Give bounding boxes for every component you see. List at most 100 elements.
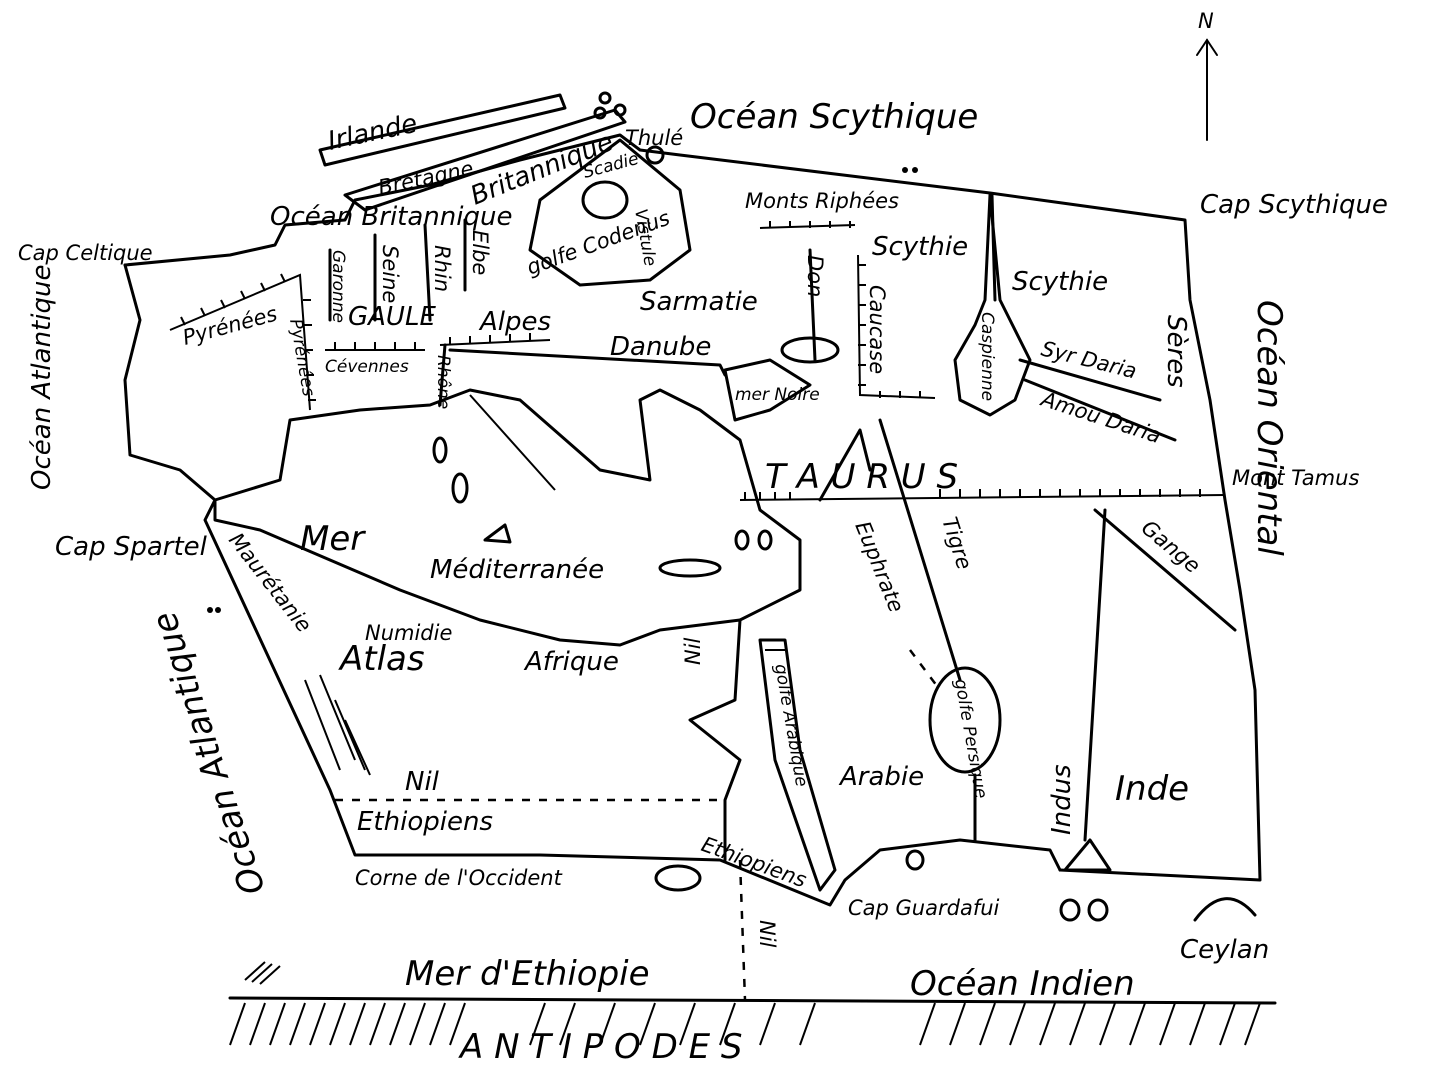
mountain-pyrenees bbox=[169, 273, 311, 411]
river-euphrate bbox=[818, 428, 872, 502]
italy-island bbox=[483, 523, 512, 544]
sicily-island bbox=[451, 472, 469, 504]
coastline-west bbox=[123, 263, 1062, 907]
island-dot bbox=[613, 103, 627, 117]
label-corne-occident: Corne de l'Occident bbox=[355, 866, 563, 890]
label-cap-scythique: Cap Scythique bbox=[1200, 190, 1388, 220]
label-scythie-east: Scythie bbox=[1012, 267, 1108, 297]
label-rhin: Rhin bbox=[430, 245, 454, 292]
label-syr-daria: Syr Daria bbox=[1039, 337, 1139, 384]
dot-mark bbox=[912, 167, 918, 173]
label-garonne: Garonne bbox=[328, 250, 348, 323]
label-cap-spartel: Cap Spartel bbox=[55, 532, 208, 562]
label-mont-tamus: Mont Tamus bbox=[1232, 466, 1359, 490]
dot-mark bbox=[902, 167, 908, 173]
mediterranean-sea bbox=[213, 388, 802, 647]
label-pyrenees-a: Pyrénées bbox=[180, 302, 280, 350]
label-mer-noire: mer Noire bbox=[735, 385, 820, 405]
mountain-alpes-ticks bbox=[449, 333, 531, 345]
river-amou bbox=[1023, 378, 1177, 442]
dot-mark bbox=[207, 607, 213, 613]
arabian-gulf bbox=[758, 638, 837, 892]
label-nil-north: Nil bbox=[681, 637, 705, 665]
river-caspian-north bbox=[990, 193, 997, 302]
label-elbe: Elbe bbox=[468, 230, 492, 275]
euphrate-dashed bbox=[909, 649, 941, 691]
mountain-taurus-ticks bbox=[744, 489, 1201, 500]
indus-delta bbox=[1063, 838, 1112, 872]
label-caucase: Caucase bbox=[865, 285, 889, 374]
ireland-island bbox=[318, 93, 567, 167]
mountain-alpes bbox=[439, 339, 551, 346]
label-sarmatie: Sarmatie bbox=[640, 287, 758, 317]
label-caspienne: Caspienne bbox=[977, 312, 997, 401]
label-monts-riphees: Monts Riphées bbox=[745, 189, 899, 213]
label-thule: Thulé bbox=[625, 126, 683, 150]
scribble-mark bbox=[244, 961, 281, 985]
label-ocean-indien: Océan Indien bbox=[910, 964, 1135, 1004]
label-inde: Inde bbox=[1115, 769, 1189, 809]
label-numidie: Numidie bbox=[365, 621, 452, 645]
label-alpes: Alpes bbox=[478, 307, 551, 337]
ceylan-island bbox=[1193, 897, 1257, 922]
label-ocean-atlantique-south: Océan Atlantique bbox=[144, 607, 273, 900]
label-ethiopiens-west: Ethiopiens bbox=[357, 807, 493, 837]
label-golfe-arabique: golfe Arabique bbox=[770, 662, 811, 788]
sea-of-azov bbox=[780, 336, 840, 364]
britain-island bbox=[343, 108, 627, 212]
label-seres: Sères bbox=[1161, 315, 1191, 388]
river-indus bbox=[1083, 508, 1107, 842]
mountain-atlas bbox=[304, 674, 371, 776]
river-gange bbox=[1093, 508, 1237, 632]
label-rhone: Rhône bbox=[433, 355, 453, 409]
label-don: Don bbox=[803, 255, 827, 297]
label-mer-ethiopie: Mer d'Ethiopie bbox=[405, 954, 650, 994]
label-ocean-britannique: Océan Britannique bbox=[270, 202, 512, 232]
label-ocean-atlantique-west: Océan Atlantique bbox=[27, 265, 57, 490]
label-cevennes: Cévennes bbox=[325, 357, 409, 377]
label-bretagne: Bretagne bbox=[376, 156, 476, 200]
label-mer-b: Méditerranée bbox=[430, 555, 604, 585]
label-nil-south: Nil bbox=[755, 920, 779, 948]
north-arrow-icon bbox=[1196, 38, 1218, 141]
label-danube: Danube bbox=[610, 332, 711, 362]
label-ceylan: Ceylan bbox=[1180, 935, 1269, 965]
river-don bbox=[808, 248, 817, 362]
crete-island bbox=[658, 558, 722, 578]
mountain-pyrenees-ticks bbox=[180, 273, 316, 401]
label-ocean-scythique: Océan Scythique bbox=[690, 97, 978, 137]
codenus-gulf bbox=[528, 138, 692, 287]
label-pyrenees-b: Pyrénées bbox=[285, 317, 318, 398]
mountain-caucase bbox=[857, 254, 936, 399]
label-irlande: Irlande bbox=[325, 109, 420, 157]
label-gaule: GAULE bbox=[348, 302, 436, 332]
scadie-island bbox=[581, 180, 629, 220]
island-dot bbox=[905, 849, 925, 871]
island-dot bbox=[734, 529, 750, 551]
label-antipodes: A N T I P O D E S bbox=[458, 1027, 742, 1065]
label-tigre: Tigre bbox=[937, 514, 976, 572]
mountain-riphees bbox=[759, 224, 856, 229]
label-euphrate: Euphrate bbox=[850, 518, 908, 616]
antipodes-line bbox=[228, 996, 1277, 1005]
label-atlas: Atlas bbox=[338, 639, 425, 679]
label-gange: Gange bbox=[1137, 515, 1205, 578]
coastline-north bbox=[123, 133, 1262, 882]
north-label: N bbox=[1198, 9, 1214, 33]
persian-gulf bbox=[928, 666, 1002, 774]
caspian-sea bbox=[953, 193, 1032, 417]
ethiopia-island bbox=[654, 864, 702, 892]
label-ethiopiens-east: Ethiopiens bbox=[698, 832, 809, 892]
mountain-riphees-ticks bbox=[769, 221, 851, 228]
nile-dashed-south bbox=[738, 859, 747, 1001]
river-rhin bbox=[423, 223, 432, 322]
black-sea bbox=[723, 358, 812, 422]
island-dot bbox=[593, 106, 607, 120]
mountain-apennines bbox=[469, 394, 556, 491]
label-cap-guardafui: Cap Guardafui bbox=[848, 896, 1000, 920]
label-cap-celtique: Cap Celtique bbox=[18, 241, 153, 265]
island-dot bbox=[1087, 898, 1109, 922]
river-rhone bbox=[438, 343, 447, 407]
label-scythie-west: Scythie bbox=[872, 232, 968, 262]
